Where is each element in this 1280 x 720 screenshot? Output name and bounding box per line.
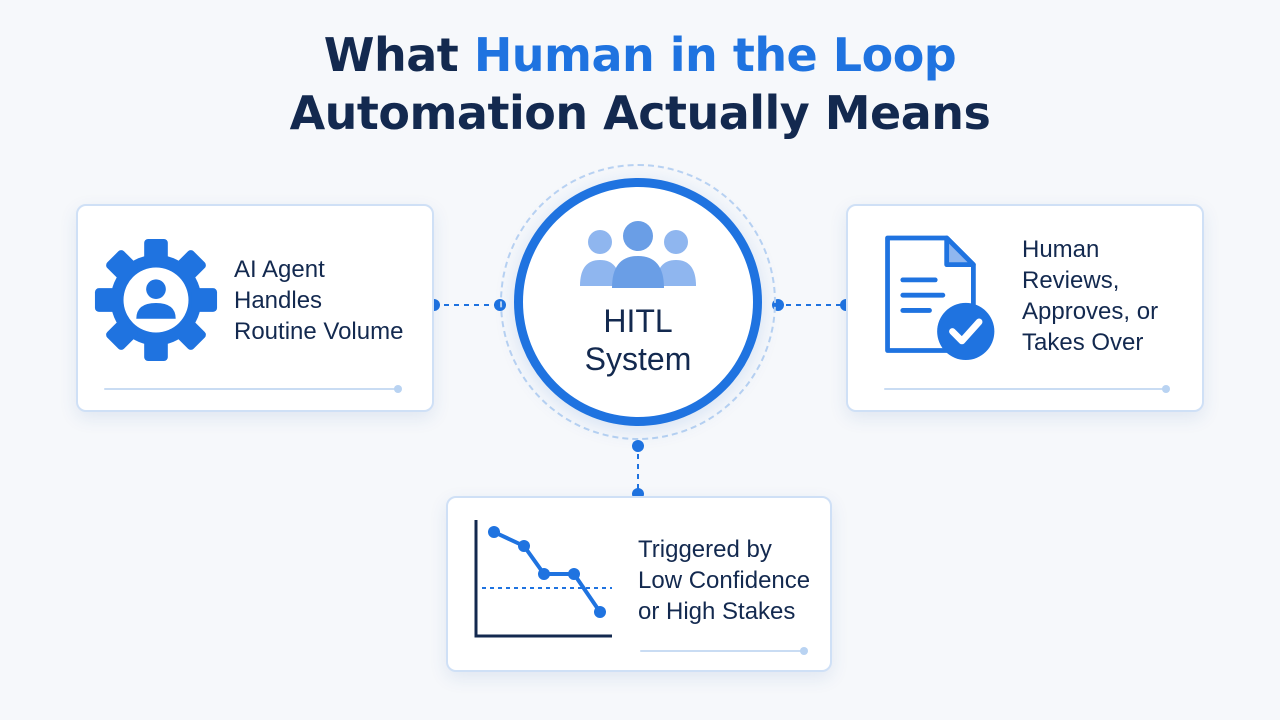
card-trigger-text: Triggered by Low Confidence or High Stak…: [638, 536, 811, 625]
card-ai-agent-divider-dot: [394, 385, 402, 393]
people-group-icon: [580, 221, 696, 288]
title-line2: Automation Actually Means: [289, 86, 991, 140]
declining-chart-icon: [474, 520, 612, 638]
hub-circle: [514, 178, 762, 426]
title-accent: Human in the Loop: [473, 28, 957, 82]
card-ai-agent-text: AI Agent Handles Routine Volume: [234, 256, 404, 345]
card-human-review-text: Human Reviews, Approves, or Takes Over: [1022, 236, 1159, 356]
card-trigger: Triggered by Low Confidence or High Stak…: [446, 496, 832, 672]
page-title: What Human in the Loop Automation Actual…: [0, 26, 1280, 142]
gear-person-icon: [94, 238, 218, 362]
document-check-icon: [885, 235, 995, 361]
card-trigger-divider: [640, 650, 806, 652]
hub-outer-ring: [500, 164, 776, 440]
card-ai-agent-divider: [104, 388, 400, 390]
card-ai-agent: AI Agent Handles Routine Volume: [76, 204, 434, 412]
hub-label: HITL System: [584, 303, 692, 377]
card-human-review-divider: [884, 388, 1168, 390]
connector-dot: [632, 440, 644, 452]
card-human-review: Human Reviews, Approves, or Takes Over: [846, 204, 1204, 412]
title-part1: What: [323, 28, 474, 82]
card-trigger-divider-dot: [800, 647, 808, 655]
card-human-review-divider-dot: [1162, 385, 1170, 393]
